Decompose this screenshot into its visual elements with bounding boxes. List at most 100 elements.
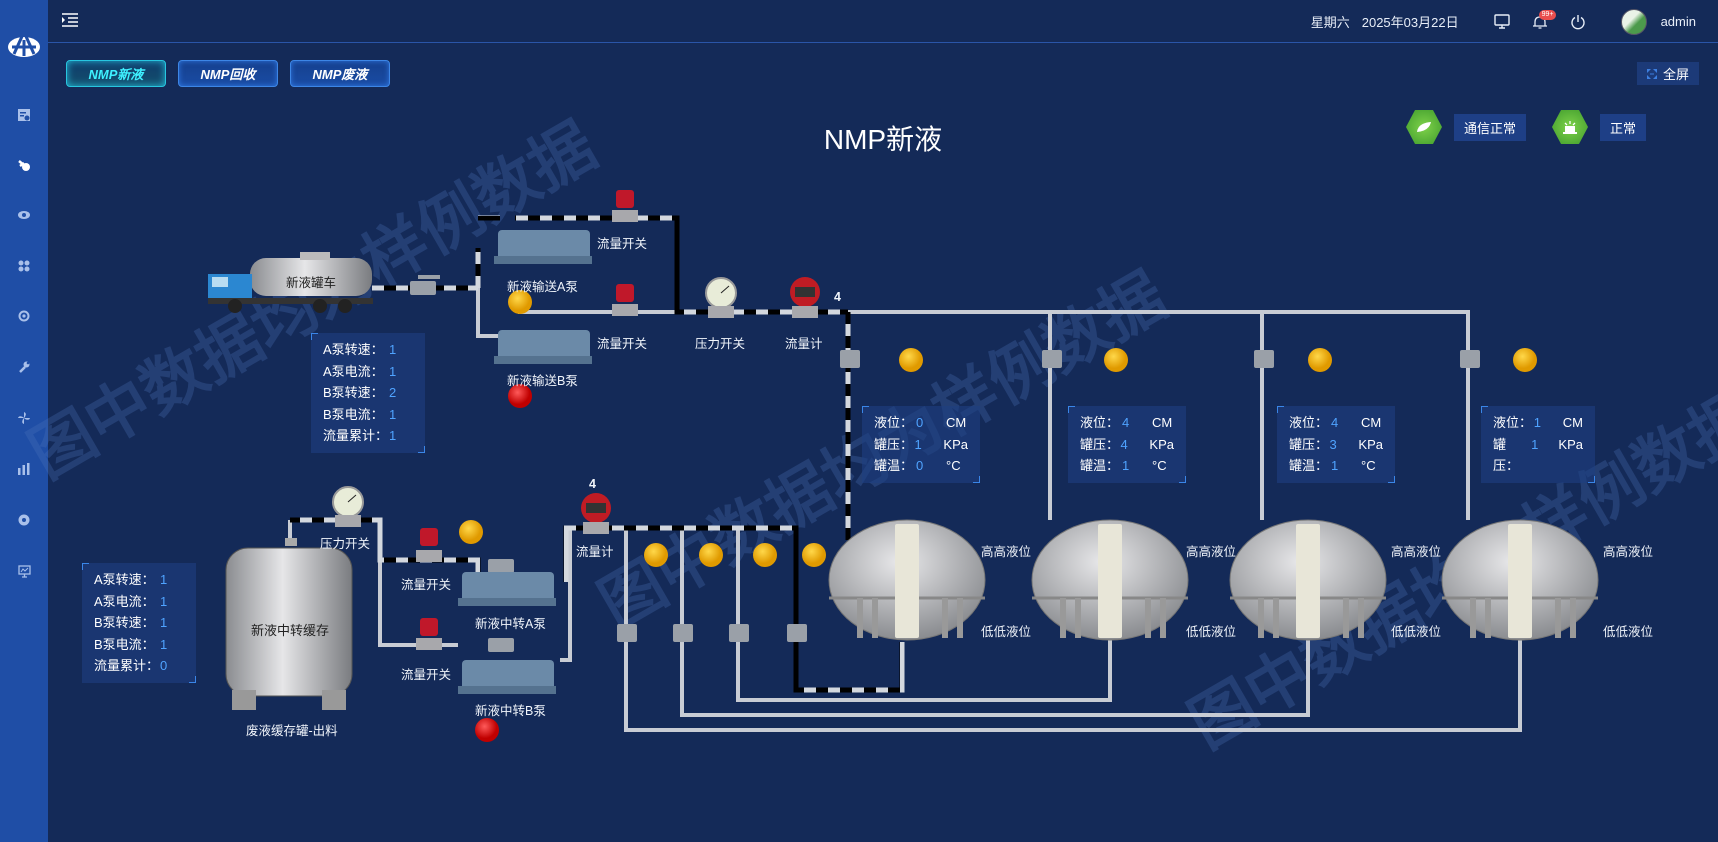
notification-bell-icon[interactable]: 99+ — [1530, 9, 1557, 32]
stat-row: 流量累计：0 — [94, 658, 168, 673]
lower-stats-panel: A泵转速：1 A泵电流：1 B泵转速：1 B泵电流：1 流量累计：0 — [82, 563, 196, 683]
grid-icon[interactable] — [14, 256, 34, 276]
tank-4-low-level: 低低液位 — [1603, 625, 1654, 639]
page-title: NMP新液 — [823, 124, 943, 155]
flow-meter-value: 4 — [834, 290, 841, 304]
alarm-status: 正常 — [1552, 110, 1647, 144]
flow-meter-label: 流量计 — [785, 337, 823, 351]
topbar: 星期六 2025年03月22日 99+ admin — [48, 0, 1718, 43]
alarm-status-label: 正常 — [1600, 113, 1647, 141]
dashboard-icon[interactable] — [14, 105, 34, 125]
fan-icon[interactable] — [14, 408, 34, 428]
tank-2-high-level: 高高液位 — [1186, 545, 1237, 559]
indicator-lights — [459, 290, 1537, 742]
lower-pressure-switch-label: 压力开关 — [320, 537, 371, 551]
truck-label: 新液罐车 — [286, 276, 337, 290]
buffer-tank-caption: 废液缓存罐-出料 — [246, 724, 338, 738]
tank-3-low-level: 低低液位 — [1391, 625, 1442, 639]
flow-icon[interactable] — [14, 155, 34, 175]
stat-row: B泵电流：1 — [94, 636, 168, 652]
pressure-switch-label: 压力开关 — [695, 337, 746, 351]
monitor-icon[interactable] — [14, 561, 34, 581]
tab-nmp-new[interactable]: NMP新液 — [66, 60, 166, 87]
sidebar — [0, 0, 48, 842]
pump-a-label: 新液输送A泵 — [507, 280, 578, 294]
comm-status: 通信正常 — [1406, 110, 1527, 144]
pressure-gauges — [332, 277, 737, 527]
flow-switches — [416, 190, 638, 650]
lower-flow-meter-value: 4 — [589, 477, 596, 491]
tank-2-low-level: 低低液位 — [1186, 625, 1237, 639]
upper-stats-panel: A泵转速：1 A泵电流：1 B泵转速：2 B泵电流：1 流量累计：1 — [311, 333, 425, 453]
current-date: 2025年03月22日 — [1361, 15, 1459, 30]
stat-row: A泵电流：1 — [94, 593, 168, 609]
tab-nmp-recovery[interactable]: NMP回收 — [178, 60, 278, 87]
tanker-truck — [208, 252, 373, 313]
power-icon[interactable] — [1568, 12, 1588, 32]
buffer-tank — [225, 538, 353, 710]
tank-row: 罐温：0°C — [874, 458, 961, 473]
stat-row: A泵转速：1 — [94, 572, 168, 587]
tank-3-high-level: 高高液位 — [1391, 545, 1442, 559]
pump-a-running-light — [508, 290, 532, 314]
pump-b-stopped-light — [508, 384, 532, 408]
flow-switch-b-label: 流量开关 — [597, 337, 648, 351]
stat-row: 流量累计：1 — [323, 428, 397, 443]
tab-nmp-waste[interactable]: NMP废液 — [290, 60, 390, 87]
flow-meters — [581, 277, 820, 534]
wrench-icon[interactable] — [14, 357, 34, 377]
pipes — [288, 248, 1522, 732]
lower-flow-switch-a-label: 流量开关 — [401, 578, 452, 592]
tank-1-high-level: 高高液位 — [981, 545, 1032, 559]
fullscreen-label: 全屏 — [1662, 67, 1689, 82]
pump-b-label: 新液输送B泵 — [507, 374, 578, 388]
tank-row: 罐温：1°C — [1080, 458, 1167, 473]
settings-icon[interactable] — [14, 510, 34, 530]
tank-row: 罐温：1°C — [1289, 458, 1376, 473]
storage-tanks — [828, 519, 1599, 641]
stat-row: B泵转速：1 — [94, 615, 168, 630]
buffer-tank-label: 新液中转缓存 — [251, 623, 330, 638]
pumps — [458, 230, 592, 694]
lower-flow-switch-b-label: 流量开关 — [401, 668, 452, 682]
menu-toggle-icon[interactable] — [62, 13, 78, 27]
notification-badge: 99+ — [1538, 9, 1557, 20]
comm-status-label: 通信正常 — [1454, 113, 1527, 141]
screen-icon[interactable] — [1492, 12, 1512, 32]
logo-icon — [8, 31, 40, 57]
eye-icon[interactable] — [14, 205, 34, 225]
stat-row: B泵电流：1 — [323, 406, 397, 422]
tab-bar: NMP新液 NMP回收 NMP废液 — [66, 60, 390, 87]
tank-4-high-level: 高高液位 — [1603, 545, 1654, 559]
at-icon[interactable] — [14, 306, 34, 326]
weekday: 星期六 — [1310, 15, 1350, 30]
fullscreen-button[interactable]: 全屏 — [1637, 62, 1699, 85]
flow-switch-a-label: 流量开关 — [597, 237, 648, 251]
tank-1-low-level: 低低液位 — [981, 625, 1032, 639]
transfer-pump-a-light — [459, 520, 483, 544]
fullscreen-icon — [1646, 68, 1657, 79]
transfer-pump-b-label: 新液中转B泵 — [475, 704, 546, 718]
stat-row: A泵转速：1 — [323, 342, 397, 357]
valves — [410, 275, 1480, 652]
username[interactable]: admin — [1660, 14, 1696, 29]
bar-chart-icon[interactable] — [14, 459, 34, 479]
transfer-pump-b-light — [475, 718, 499, 742]
transfer-pump-a-label: 新液中转A泵 — [475, 617, 546, 631]
stat-row: A泵电流：1 — [323, 363, 397, 379]
avatar[interactable] — [1620, 8, 1647, 35]
lower-flow-meter-label: 流量计 — [576, 545, 614, 559]
